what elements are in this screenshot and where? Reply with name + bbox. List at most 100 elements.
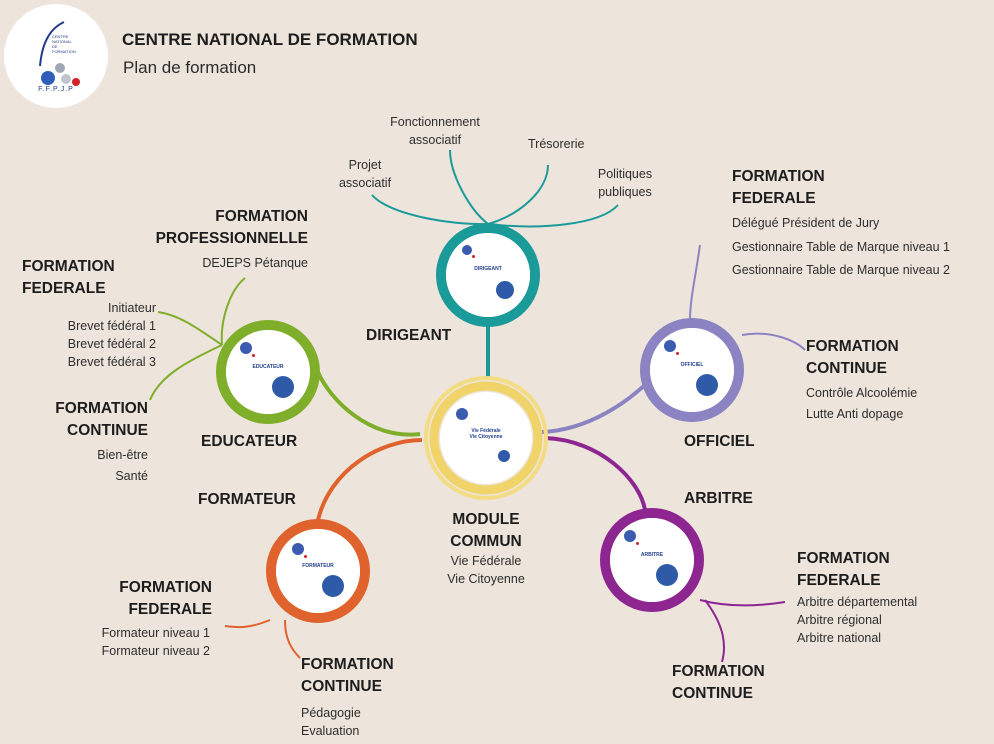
list-item: Pédagogie [301, 706, 361, 720]
formateur-fed-list: Formateur niveau 1 Formateur niveau 2 [40, 624, 210, 660]
list-item: Formateur niveau 1 [101, 626, 210, 640]
node-red-dot-icon [676, 352, 679, 355]
link-officiel [541, 378, 652, 434]
node-logo-icon [656, 564, 678, 586]
logo-graphic [39, 21, 80, 86]
logo-text-line: CENTRE [52, 34, 69, 39]
logo-abbreviation: F.F.P.J.P [38, 86, 74, 93]
title-line: FEDERALE [732, 190, 816, 207]
branch-politiques-label: Politiques publiques [585, 165, 665, 201]
arbitre-fed-title: FORMATION FEDERALE [797, 548, 890, 592]
dirigeant-label: DIRIGEANT [366, 327, 452, 344]
branch-edu-fed [157, 311, 223, 346]
title-line: FORMATION [301, 656, 394, 673]
title-line: FEDERALE [22, 280, 106, 297]
title-line: FORMATION [672, 663, 765, 680]
dirigeant-badge: DIRIGEANT [474, 266, 502, 272]
list-item: Formateur niveau 2 [101, 644, 210, 658]
node-logo-icon [272, 376, 294, 398]
branch-label-line: Politiques [597, 167, 653, 181]
branch-off-fed [689, 244, 701, 321]
node-red-dot-icon [304, 555, 307, 558]
node-dot-icon [292, 543, 304, 555]
branch-arb-cont [704, 599, 726, 663]
educateur-node: EDUCATEUR [226, 330, 310, 414]
branch-form-fed [224, 619, 271, 629]
node-red-dot-icon [636, 542, 639, 545]
officiel-cont-title: FORMATION CONTINUE [806, 336, 899, 380]
title-line: FEDERALE [128, 601, 212, 618]
branch-label-line: Fonctionnement [390, 115, 480, 129]
center-items: Vie Fédérale Vie Citoyenne [430, 552, 542, 588]
title-line: COMMUN [450, 533, 522, 550]
list-item: Gestionnaire Table de Marque niveau 1 [732, 239, 950, 254]
title-line: FORMATION [22, 258, 115, 275]
list-item: Evaluation [301, 724, 360, 738]
branch-politiques [487, 204, 619, 228]
list-item: Vie Fédérale [450, 554, 522, 568]
node-logo-icon [496, 281, 514, 299]
branch-label-line: Projet [348, 158, 382, 172]
educateur-cont-title: FORMATION CONTINUE [20, 398, 148, 442]
title-line: FORMATION [732, 168, 825, 185]
branch-off-cont [741, 332, 806, 351]
center-node: Vie Fédérale Vie Citoyenne [440, 392, 532, 484]
branch-tresorerie-label: Trésorerie [528, 137, 585, 151]
node-dot-icon [462, 245, 472, 255]
branch-projet-label: Projet associatif [325, 156, 405, 192]
arbitre-node: ARBITRE [610, 518, 694, 602]
center-badge-line: Vie Citoyenne [469, 434, 503, 440]
list-item: Arbitre régional [797, 613, 882, 627]
list-item: Arbitre départemental [797, 595, 918, 609]
educateur-pro-list: DEJEPS Pétanque [202, 256, 308, 270]
formateur-node: FORMATEUR [276, 529, 360, 613]
educateur-pro-title: FORMATION PROFESSIONNELLE [128, 206, 308, 250]
ffpjp-logo: CENTRE NATIONAL DE FORMATION F.F.P.J.P [4, 4, 108, 108]
node-dot-icon [240, 342, 252, 354]
node-logo-icon [322, 575, 344, 597]
branch-edu-pro [220, 277, 246, 346]
link-formateur [316, 438, 423, 521]
center-badge-line: Vie Fédérale [471, 428, 501, 434]
branch-edu-cont [149, 344, 223, 401]
arbitre-fed-list: Arbitre départemental Arbitre régional A… [797, 593, 917, 647]
branch-tresorerie [487, 164, 549, 225]
page-title: CENTRE NATIONAL DE FORMATION [122, 30, 418, 49]
logo-text: CENTRE NATIONAL DE FORMATION [52, 34, 92, 54]
formateur-cont-title: FORMATION CONTINUE [301, 654, 394, 698]
branch-label-line: publiques [598, 185, 652, 199]
logo-text-line: DE [52, 44, 58, 49]
list-item: Brevet fédéral 1 [67, 319, 156, 333]
list-item: Délégué Président de Jury [732, 216, 880, 230]
title-line: FORMATION [806, 338, 899, 355]
title-line: CONTINUE [672, 685, 753, 702]
title-line: FORMATION [55, 400, 148, 417]
educateur-cont-list: Bien-être Santé [20, 445, 148, 487]
arbitre-badge: ARBITRE [640, 552, 664, 558]
officiel-fed-title: FORMATION FEDERALE [732, 166, 825, 210]
list-item: Gestionnaire Table de Marque niveau 2 [732, 263, 950, 277]
logo-text-line: FORMATION [52, 49, 76, 54]
list-item: Contrôle Alcoolémie [806, 386, 918, 400]
formateur-fed-title: FORMATION FEDERALE [60, 577, 212, 621]
educateur-label: EDUCATEUR [201, 433, 298, 450]
officiel-node: OFFICIEL [650, 328, 734, 412]
node-logo-icon [696, 374, 718, 396]
center-badge: Vie Fédérale Vie Citoyenne [440, 428, 532, 440]
node-logo-icon [498, 450, 510, 462]
list-item: Bien-être [97, 448, 148, 462]
officiel-fed-list: Délégué Président de Jury Gestionnaire T… [732, 212, 950, 283]
title-line: PROFESSIONNELLE [155, 230, 308, 247]
branch-fonctionnement-label: Fonctionnement associatif [375, 113, 495, 149]
list-item: Brevet fédéral 3 [67, 355, 156, 369]
node-red-dot-icon [472, 255, 475, 258]
formateur-label: FORMATEUR [198, 491, 296, 508]
educateur-fed-title: FORMATION FEDERALE [22, 256, 115, 300]
branch-projet [371, 194, 489, 226]
node-dot-icon [664, 340, 676, 352]
node-red-dot-icon [252, 354, 255, 357]
branch-label-line: associatif [338, 176, 392, 190]
link-arbitre [544, 436, 647, 511]
title-line: CONTINUE [806, 360, 887, 377]
